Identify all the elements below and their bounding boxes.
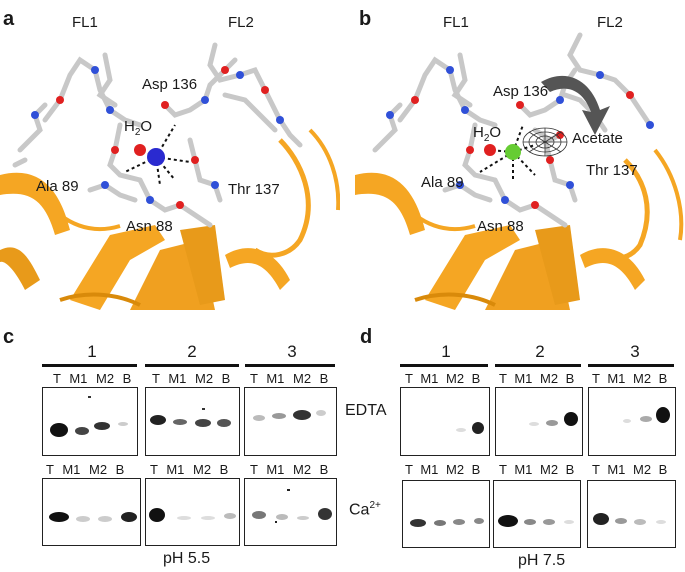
label-fl1: FL1 — [443, 14, 469, 31]
blot-c-3-ca — [244, 478, 337, 546]
blot-c-3-edta — [244, 387, 337, 456]
panel-letter-a: a — [3, 8, 15, 30]
stick-model — [12, 42, 303, 228]
lane-labels-d-3b: T M1 M2 B — [592, 462, 668, 477]
blot-d-1-ca — [402, 480, 490, 548]
metal-ion — [147, 148, 165, 166]
group-bar-c-1 — [42, 364, 137, 367]
label-fl1: FL1 — [72, 14, 98, 31]
panel-a: a FL1 FL2 Asp 136 H2O Ala 89 Thr 137 Asn… — [0, 0, 340, 310]
lane-labels-d-2b: T M1 M2 B — [499, 462, 575, 477]
group-label-d-1: 1 — [441, 342, 451, 361]
ph-label-c: pH 5.5 — [163, 550, 211, 567]
water-oxygen — [134, 144, 146, 156]
lane-labels-d-1: T M1 M2 B — [405, 371, 481, 386]
electron-density-mesh — [522, 127, 568, 157]
group-bar-c-2 — [145, 364, 239, 367]
blot-d-3-edta — [588, 387, 676, 456]
label-asn88: Asn 88 — [126, 218, 173, 235]
panel-letter-b: b — [359, 8, 372, 30]
ph-label-d: pH 7.5 — [518, 552, 566, 569]
lane-labels-c-2b: T M1 M2 B — [150, 462, 229, 477]
water-oxygen — [484, 144, 496, 156]
panel-letter-c: c — [3, 326, 15, 348]
label-asp136: Asp 136 — [493, 83, 549, 100]
group-bar-d-2 — [495, 364, 581, 367]
lane-labels-d-1b: T M1 M2 B — [405, 462, 481, 477]
atoms — [386, 66, 654, 209]
blot-c-2-edta — [145, 387, 240, 456]
label-ala89: Ala 89 — [36, 178, 79, 195]
group-label-c-3: 3 — [287, 342, 297, 361]
label-water: H2O — [473, 124, 502, 144]
blot-c-2-ca — [145, 478, 240, 546]
label-thr137: Thr 137 — [586, 162, 638, 179]
group-label-d-3: 3 — [630, 342, 640, 361]
condition-edta: EDTA — [345, 402, 387, 419]
label-ala89: Ala 89 — [421, 174, 464, 191]
protein-ribbon — [355, 148, 684, 310]
group-label-d-2: 2 — [535, 342, 545, 361]
condition-ca: Ca2+ — [349, 500, 381, 519]
panel-b: b FL1 FL2 Asp 136 H2O Acetate Ala 89 Thr… — [345, 0, 685, 310]
panel-b-structure — [355, 32, 684, 310]
label-fl2: FL2 — [228, 14, 254, 31]
lane-labels-c-3: T M1 M2 B — [250, 371, 329, 386]
group-label-c-1: 1 — [87, 342, 97, 361]
group-bar-c-3 — [245, 364, 335, 367]
blot-d-2-edta — [495, 387, 583, 456]
label-acetate: Acetate — [572, 130, 623, 147]
label-fl2: FL2 — [597, 14, 623, 31]
group-label-c-2: 2 — [187, 342, 197, 361]
curved-arrow — [541, 75, 610, 135]
lane-labels-d-3: T M1 M2 B — [592, 371, 668, 386]
panel-letter-d: d — [360, 326, 373, 348]
lane-labels-c-1: T M1 M2 B — [53, 371, 132, 386]
atoms — [31, 66, 284, 209]
panel-a-structure — [0, 42, 340, 310]
label-asp136: Asp 136 — [142, 76, 198, 93]
blot-d-2-ca — [493, 480, 581, 548]
blot-c-1-edta — [42, 387, 138, 456]
metal-ion — [505, 144, 521, 160]
lane-labels-c-3b: T M1 M2 B — [250, 462, 329, 477]
lane-labels-c-1b: T M1 M2 B — [46, 462, 125, 477]
lane-labels-c-2: T M1 M2 B — [152, 371, 231, 386]
blot-d-3-ca — [587, 480, 676, 548]
blot-c-1-ca — [42, 478, 141, 546]
lane-labels-d-2: T M1 M2 B — [499, 371, 575, 386]
label-water: H2O — [124, 118, 153, 138]
group-bar-d-1 — [400, 364, 488, 367]
blot-d-1-edta — [400, 387, 490, 456]
label-thr137: Thr 137 — [228, 181, 280, 198]
protein-ribbon — [0, 128, 340, 310]
group-bar-d-3 — [588, 364, 674, 367]
label-asn88: Asn 88 — [477, 218, 524, 235]
